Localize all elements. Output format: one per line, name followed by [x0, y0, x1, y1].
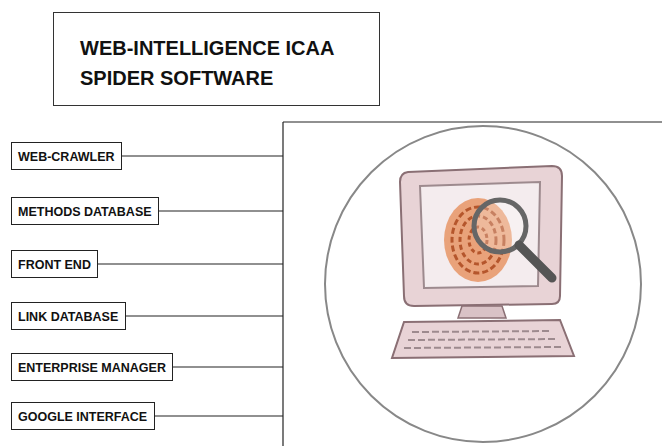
keys [404, 331, 562, 348]
component-label: METHODS DATABASE [18, 204, 152, 220]
component-label: GOOGLE INTERFACE [18, 409, 148, 425]
leader-line [126, 315, 283, 316]
leader-line [159, 210, 283, 211]
monitor [400, 166, 562, 306]
diagram-title: WEB-INTELLIGENCE ICAA SPIDER SOFTWARE [80, 33, 355, 93]
magnifier [474, 200, 552, 278]
component-box: FRONT END [11, 250, 98, 278]
component-box: WEB-CRAWLER [11, 142, 122, 170]
panel-border [282, 122, 283, 446]
component-label: WEB-CRAWLER [18, 149, 115, 165]
component-box: ENTERPRISE MANAGER [11, 353, 173, 381]
component-label: FRONT END [18, 257, 91, 273]
component-label: LINK DATABASE [18, 309, 119, 325]
leader-line [98, 263, 283, 264]
leader-line [155, 415, 283, 416]
icon-circle [325, 126, 641, 442]
leader-line [122, 155, 283, 156]
component-label: ENTERPRISE MANAGER [18, 360, 166, 376]
screen [420, 182, 540, 288]
component-box: METHODS DATABASE [11, 197, 159, 225]
component-box: LINK DATABASE [11, 302, 126, 330]
leader-line [173, 366, 283, 367]
keyboard [392, 320, 574, 358]
component-box: GOOGLE INTERFACE [11, 402, 155, 430]
title-box: WEB-INTELLIGENCE ICAA SPIDER SOFTWARE [53, 12, 380, 106]
stand [458, 306, 506, 318]
panel-border [283, 121, 662, 122]
